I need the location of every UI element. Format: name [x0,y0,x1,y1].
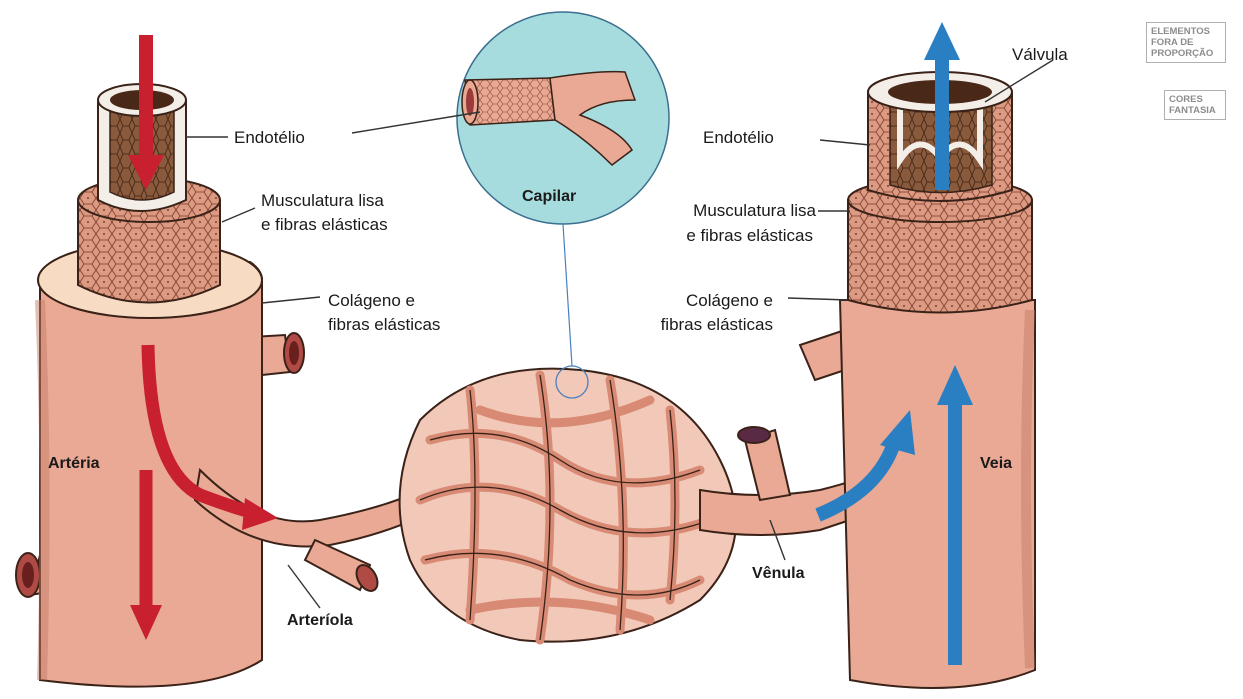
badge-line-2: FANTASIA [1169,105,1221,116]
artery-vessel [16,84,304,687]
badge-line-3: PROPORÇÃO [1151,48,1221,59]
label-collagen-artery-line1: Colágeno e [328,290,415,311]
badge-line-1: CORES [1169,94,1221,105]
label-collagen-vein-line2: fibras elásticas [661,314,773,335]
label-arteriole: Arteríola [287,610,353,631]
label-collagen-artery-line2: fibras elásticas [328,314,440,335]
badge-line-2: FORA DE [1151,37,1221,48]
label-valve: Válvula [1012,44,1068,65]
label-collagen-vein-line1: Colágeno e [686,290,773,311]
label-venule: Vênula [752,563,804,584]
label-endothelium-vein: Endotélio [703,127,774,148]
label-vein: Veia [980,453,1012,474]
label-smooth-muscle-artery-line1: Musculatura lisa [261,190,384,211]
label-capillary: Capilar [522,186,576,207]
vein-vessel [800,72,1035,688]
label-smooth-muscle-vein-line2: e fibras elásticas [686,225,813,246]
label-artery: Artéria [48,453,100,474]
label-smooth-muscle-artery-line2: e fibras elásticas [261,214,388,235]
badge-line-1: ELEMENTOS [1151,26,1221,37]
label-endothelium-artery: Endotélio [234,127,305,148]
capillary-bed [400,366,736,642]
fantasy-colors-badge: CORES FANTASIA [1164,90,1226,120]
label-smooth-muscle-vein-line1: Musculatura lisa [693,200,816,221]
out-of-proportion-badge: ELEMENTOS FORA DE PROPORÇÃO [1146,22,1226,63]
